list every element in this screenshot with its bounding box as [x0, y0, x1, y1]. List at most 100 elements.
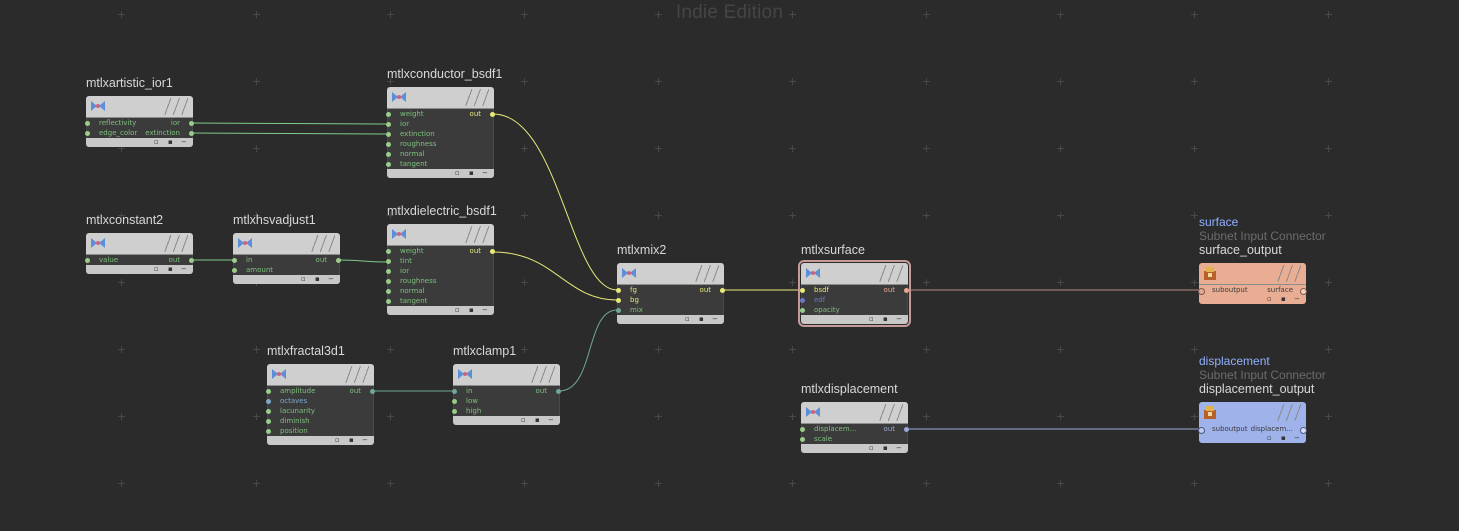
port-row[interactable]: tint	[386, 256, 493, 266]
template-flag-icon[interactable]: ▪	[315, 275, 320, 283]
node-surface-output[interactable]: surface Subnet Input Connector surface_o…	[1198, 215, 1326, 304]
input-port-dot[interactable]	[1198, 288, 1205, 295]
output-port-dot[interactable]	[904, 288, 909, 293]
port-row[interactable]: high	[452, 406, 559, 416]
input-port-dot[interactable]	[616, 308, 621, 313]
port-row[interactable]: position	[266, 426, 373, 436]
output-port-dot[interactable]	[370, 389, 375, 394]
input-port-dot[interactable]	[386, 132, 391, 137]
bypass-flag-icon[interactable]: ▫	[1267, 295, 1272, 303]
bypass-flag-icon[interactable]: ▫	[455, 169, 460, 177]
template-flag-icon[interactable]: ▪	[1281, 295, 1286, 303]
output-port-dot[interactable]	[490, 112, 495, 117]
template-flag-icon[interactable]: ▪	[469, 169, 474, 177]
port-row[interactable]: ior	[386, 266, 493, 276]
collapse-toggle-icon[interactable]: −	[328, 275, 334, 283]
node-flags[interactable]	[164, 235, 188, 252]
node-header[interactable]	[387, 87, 494, 109]
input-port-dot[interactable]	[266, 389, 271, 394]
collapse-toggle-icon[interactable]: −	[1294, 295, 1300, 303]
input-port-dot[interactable]	[386, 142, 391, 147]
template-flag-icon[interactable]: ▪	[168, 138, 173, 146]
port-row[interactable]: ior	[386, 119, 493, 129]
input-port-dot[interactable]	[85, 121, 90, 126]
input-port-dot[interactable]	[386, 162, 391, 167]
bypass-flag-icon[interactable]: ▫	[521, 416, 526, 424]
input-port-dot[interactable]	[266, 399, 271, 404]
output-port-dot[interactable]	[189, 258, 194, 263]
collapse-toggle-icon[interactable]: −	[482, 306, 488, 314]
bypass-flag-icon[interactable]: ▫	[1267, 434, 1272, 442]
port-row[interactable]: amount	[232, 265, 339, 275]
port-row[interactable]: roughness	[386, 139, 493, 149]
port-row[interactable]: extinction	[386, 129, 493, 139]
node-header[interactable]	[617, 263, 724, 285]
bypass-flag-icon[interactable]: ▫	[154, 138, 159, 146]
input-port-dot[interactable]	[800, 308, 805, 313]
bypass-flag-icon[interactable]: ▫	[301, 275, 306, 283]
port-row[interactable]: lacunarity	[266, 406, 373, 416]
collapse-toggle-icon[interactable]: −	[896, 315, 902, 323]
output-port-dot[interactable]	[189, 121, 194, 126]
node-header[interactable]	[233, 233, 340, 255]
node-header[interactable]	[801, 402, 908, 424]
input-port-dot[interactable]	[386, 299, 391, 304]
template-flag-icon[interactable]: ▪	[1281, 434, 1286, 442]
node-flags[interactable]	[1277, 265, 1301, 282]
collapse-toggle-icon[interactable]: −	[482, 169, 488, 177]
output-port-dot[interactable]	[1300, 288, 1307, 295]
collapse-toggle-icon[interactable]: −	[548, 416, 554, 424]
port-row[interactable]: tangent	[386, 296, 493, 306]
input-port-dot[interactable]	[85, 131, 90, 136]
node-header[interactable]	[1199, 263, 1306, 285]
output-port-dot[interactable]	[720, 288, 725, 293]
input-port-dot[interactable]	[1198, 427, 1205, 434]
input-port-dot[interactable]	[386, 249, 391, 254]
template-flag-icon[interactable]: ▪	[168, 265, 173, 273]
collapse-toggle-icon[interactable]: −	[181, 265, 187, 273]
port-row[interactable]: low	[452, 396, 559, 406]
input-port-dot[interactable]	[386, 289, 391, 294]
port-row[interactable]: edf	[800, 295, 907, 305]
input-port-dot[interactable]	[800, 437, 805, 442]
input-port-dot[interactable]	[232, 268, 237, 273]
bypass-flag-icon[interactable]: ▫	[455, 306, 460, 314]
input-port-dot[interactable]	[266, 429, 271, 434]
collapse-toggle-icon[interactable]: −	[362, 436, 368, 444]
input-port-dot[interactable]	[452, 389, 457, 394]
node-flags[interactable]	[1277, 404, 1301, 421]
output-port-dot[interactable]	[556, 389, 561, 394]
template-flag-icon[interactable]: ▪	[883, 444, 888, 452]
output-port-dot[interactable]	[189, 131, 194, 136]
output-port-dot[interactable]	[904, 427, 909, 432]
node-displacement-output[interactable]: displacement Subnet Input Connector disp…	[1198, 354, 1326, 443]
node-flags[interactable]	[311, 235, 335, 252]
port-row[interactable]: scale	[800, 434, 907, 444]
port-row[interactable]: diminish	[266, 416, 373, 426]
port-row[interactable]: displacem...out	[800, 424, 909, 434]
template-flag-icon[interactable]: ▪	[535, 416, 540, 424]
input-port-dot[interactable]	[386, 112, 391, 117]
port-row[interactable]: roughness	[386, 276, 493, 286]
bypass-flag-icon[interactable]: ▫	[869, 315, 874, 323]
node-header[interactable]	[86, 96, 193, 118]
bypass-flag-icon[interactable]: ▫	[869, 444, 874, 452]
node-header[interactable]	[453, 364, 560, 386]
node-flags[interactable]	[695, 265, 719, 282]
input-port-dot[interactable]	[616, 288, 621, 293]
input-port-dot[interactable]	[616, 298, 621, 303]
